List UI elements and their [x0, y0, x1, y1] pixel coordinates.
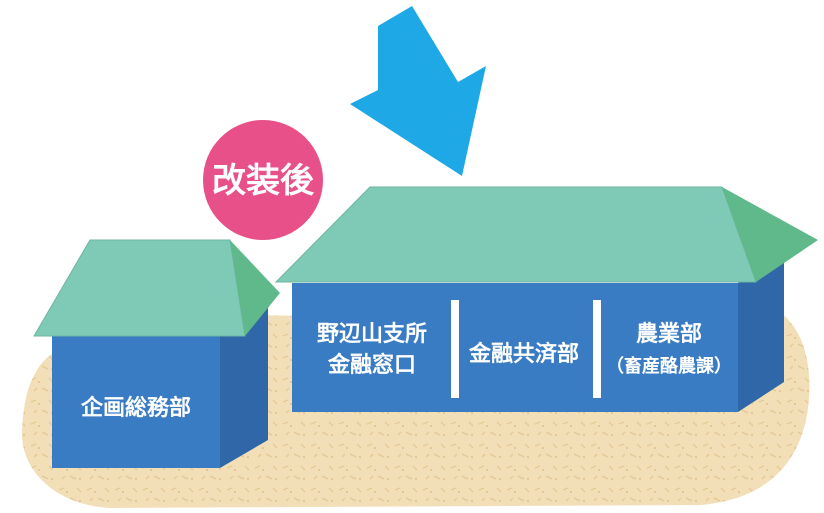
section-divider	[451, 300, 459, 398]
section-label-line1: 農業部	[636, 321, 702, 347]
large-building-roof-side	[722, 187, 818, 282]
section-label-line1: 野辺山支所	[317, 322, 427, 347]
small-building-side-wall	[220, 306, 268, 468]
section-divider	[593, 300, 601, 398]
large-building-roof	[274, 186, 757, 283]
large-building-front-wall	[292, 283, 738, 412]
renovated-badge: 改装後	[203, 120, 323, 240]
small-building-roof-side	[230, 240, 280, 336]
small-building-roof	[33, 239, 246, 337]
small-building-label: 企画総務部	[80, 395, 191, 421]
small-building-front-wall	[52, 335, 220, 468]
section-label-line2: （畜産酪農課）	[606, 355, 732, 377]
badge-label: 改装後	[212, 161, 315, 201]
large-building-side-wall	[738, 254, 784, 412]
section-label-line2: 金融窓口	[327, 352, 416, 378]
down-arrow-icon	[350, 6, 486, 176]
badge-circle	[203, 120, 323, 240]
small-building: 企画総務部	[33, 239, 280, 468]
section-label-line1: 金融共済部	[468, 341, 579, 367]
large-building: 野辺山支所 金融窓口 金融共済部 農業部 （畜産酪農課）	[274, 186, 818, 412]
